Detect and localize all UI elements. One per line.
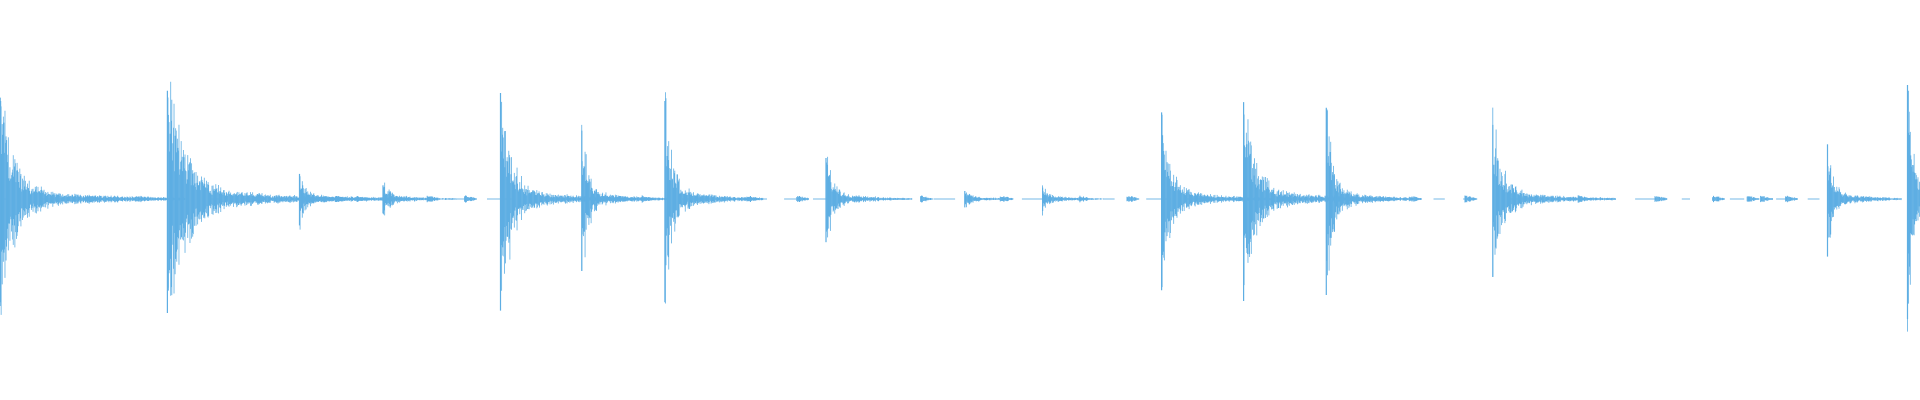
waveform-transient (1492, 107, 1616, 277)
waveform-transient (0, 97, 186, 315)
waveform-blip (1408, 196, 1422, 202)
waveform-transient (298, 173, 374, 230)
waveform-blip (464, 195, 477, 203)
waveform-transient (825, 156, 913, 243)
waveform-transient (964, 191, 1014, 208)
waveform-transient (1906, 85, 1920, 332)
waveform-blip (1126, 196, 1140, 202)
waveform-transient (1325, 107, 1413, 295)
waveform-transient (1826, 144, 1902, 257)
waveform-blip (920, 195, 933, 203)
waveform-transient (499, 93, 636, 311)
waveform-blip (1785, 195, 1798, 203)
waveform-transient (1242, 102, 1392, 301)
waveform-transient (382, 182, 457, 216)
waveform-transient (1041, 185, 1105, 216)
waveform-blip (1654, 196, 1668, 202)
waveform-blip (1746, 196, 1760, 202)
waveform-transient (664, 92, 764, 304)
waveform-blip (1760, 195, 1773, 203)
waveform-blip (1712, 195, 1725, 203)
waveform-blip (796, 196, 809, 202)
waveform-blip (1464, 195, 1478, 203)
waveform-transient (581, 124, 668, 271)
waveform-signal (0, 81, 1920, 332)
